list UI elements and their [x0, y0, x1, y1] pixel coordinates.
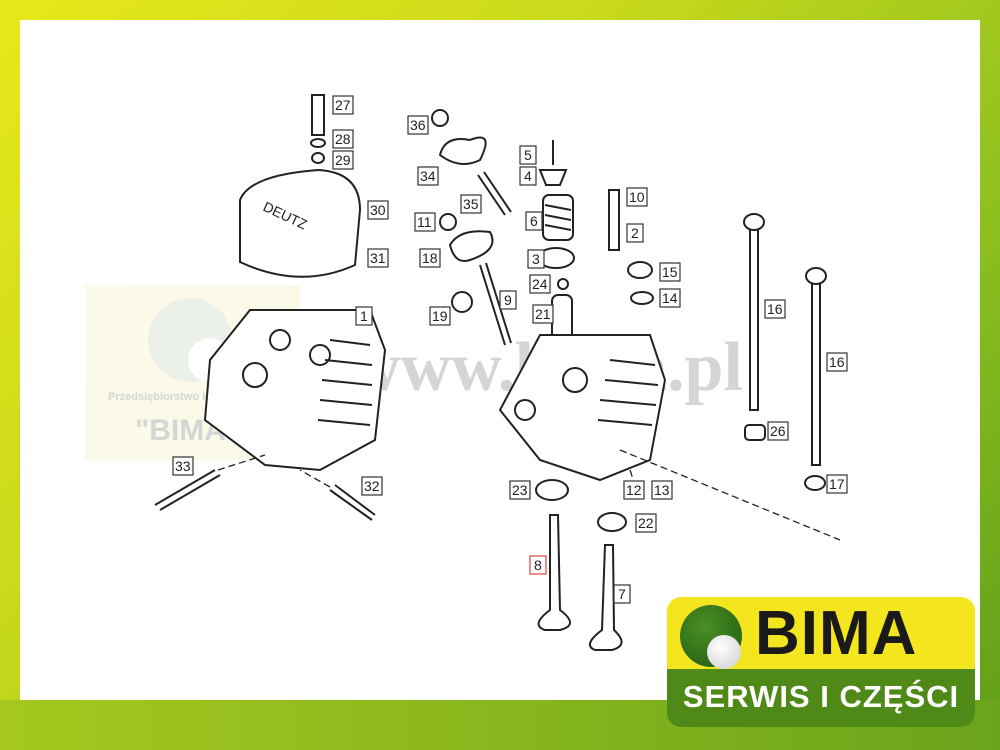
callout-label: 2: [626, 223, 644, 243]
svg-text:28: 28: [335, 131, 351, 147]
callout-label: 36: [407, 115, 429, 135]
svg-text:17: 17: [829, 476, 845, 492]
callout-label: 9: [499, 290, 517, 310]
svg-text:11: 11: [417, 214, 432, 230]
svg-text:33: 33: [175, 458, 191, 474]
svg-text:36: 36: [410, 117, 426, 133]
callout-label: 12: [623, 480, 645, 500]
svg-text:16: 16: [829, 354, 845, 370]
svg-text:6: 6: [530, 213, 538, 229]
callout-label: 5: [519, 145, 537, 165]
callout-label: 23: [509, 480, 531, 500]
callout-label: 14: [659, 288, 681, 308]
callout-label: 28: [332, 129, 354, 149]
callout-label: 1: [355, 306, 373, 326]
callout-label: 31: [367, 248, 389, 268]
callout-label: 30: [367, 200, 389, 220]
callout-label: 16: [764, 299, 786, 319]
svg-text:15: 15: [662, 264, 678, 280]
svg-text:26: 26: [770, 423, 786, 439]
svg-text:21: 21: [535, 306, 551, 322]
right-cylinder-head-assembly: [431, 109, 841, 651]
callout-label: 29: [332, 150, 354, 170]
callout-label: 33: [172, 456, 194, 476]
svg-text:30: 30: [370, 202, 386, 218]
callout-label: 32: [361, 476, 383, 496]
callout-label: 21: [532, 304, 554, 324]
svg-text:5: 5: [524, 147, 532, 163]
svg-text:13: 13: [654, 482, 670, 498]
callout-label: 15: [659, 262, 681, 282]
callout-label: 10: [626, 187, 648, 207]
callout-label: 19: [429, 306, 451, 326]
svg-text:12: 12: [626, 482, 642, 498]
svg-text:4: 4: [524, 168, 532, 184]
callout-label: 4: [519, 166, 537, 186]
svg-text:16: 16: [767, 301, 783, 317]
callout-label: 18: [419, 248, 441, 268]
callout-label: 35: [460, 194, 482, 214]
callout-label: 6: [525, 211, 543, 231]
svg-text:27: 27: [335, 97, 351, 113]
svg-text:22: 22: [638, 515, 654, 531]
svg-text:7: 7: [618, 586, 626, 602]
callout-label: 27: [332, 95, 354, 115]
callout-label: 17: [826, 474, 848, 494]
svg-text:31: 31: [370, 250, 386, 266]
callout-label: 8: [529, 555, 547, 575]
svg-text:1: 1: [360, 308, 368, 324]
callout-label: 7: [613, 584, 631, 604]
callout-label: 13: [651, 480, 673, 500]
callout-label: 11: [414, 212, 436, 232]
callout-labels: 27 28 29 30 31 1 33 32 36 34 35 11 18 19…: [172, 95, 848, 604]
svg-text:18: 18: [422, 250, 438, 266]
svg-text:3: 3: [532, 251, 540, 267]
callout-label: 3: [527, 249, 545, 269]
logo-brand: BIMA: [755, 599, 918, 668]
logo-tagline: SERWIS I CZĘŚCI: [682, 679, 960, 714]
callout-label: 34: [417, 166, 439, 186]
callout-label: 16: [826, 352, 848, 372]
svg-text:24: 24: [532, 276, 548, 292]
callout-label: 24: [529, 274, 551, 294]
svg-text:9: 9: [504, 292, 512, 308]
svg-text:35: 35: [463, 196, 479, 212]
logo-white-ball-icon: [707, 635, 741, 669]
left-cylinder-head-assembly: DEUTZ: [154, 94, 387, 521]
svg-text:8: 8: [534, 557, 542, 573]
bima-logo: BIMA SERWIS I CZĘŚCI: [667, 597, 975, 727]
svg-text:23: 23: [512, 482, 528, 498]
svg-text:32: 32: [364, 478, 380, 494]
svg-text:29: 29: [335, 152, 351, 168]
callout-label: 22: [635, 513, 657, 533]
svg-text:10: 10: [629, 189, 645, 205]
svg-text:34: 34: [420, 168, 436, 184]
svg-text:19: 19: [432, 308, 448, 324]
svg-text:2: 2: [631, 225, 639, 241]
callout-label: 26: [767, 421, 789, 441]
svg-text:14: 14: [662, 290, 678, 306]
